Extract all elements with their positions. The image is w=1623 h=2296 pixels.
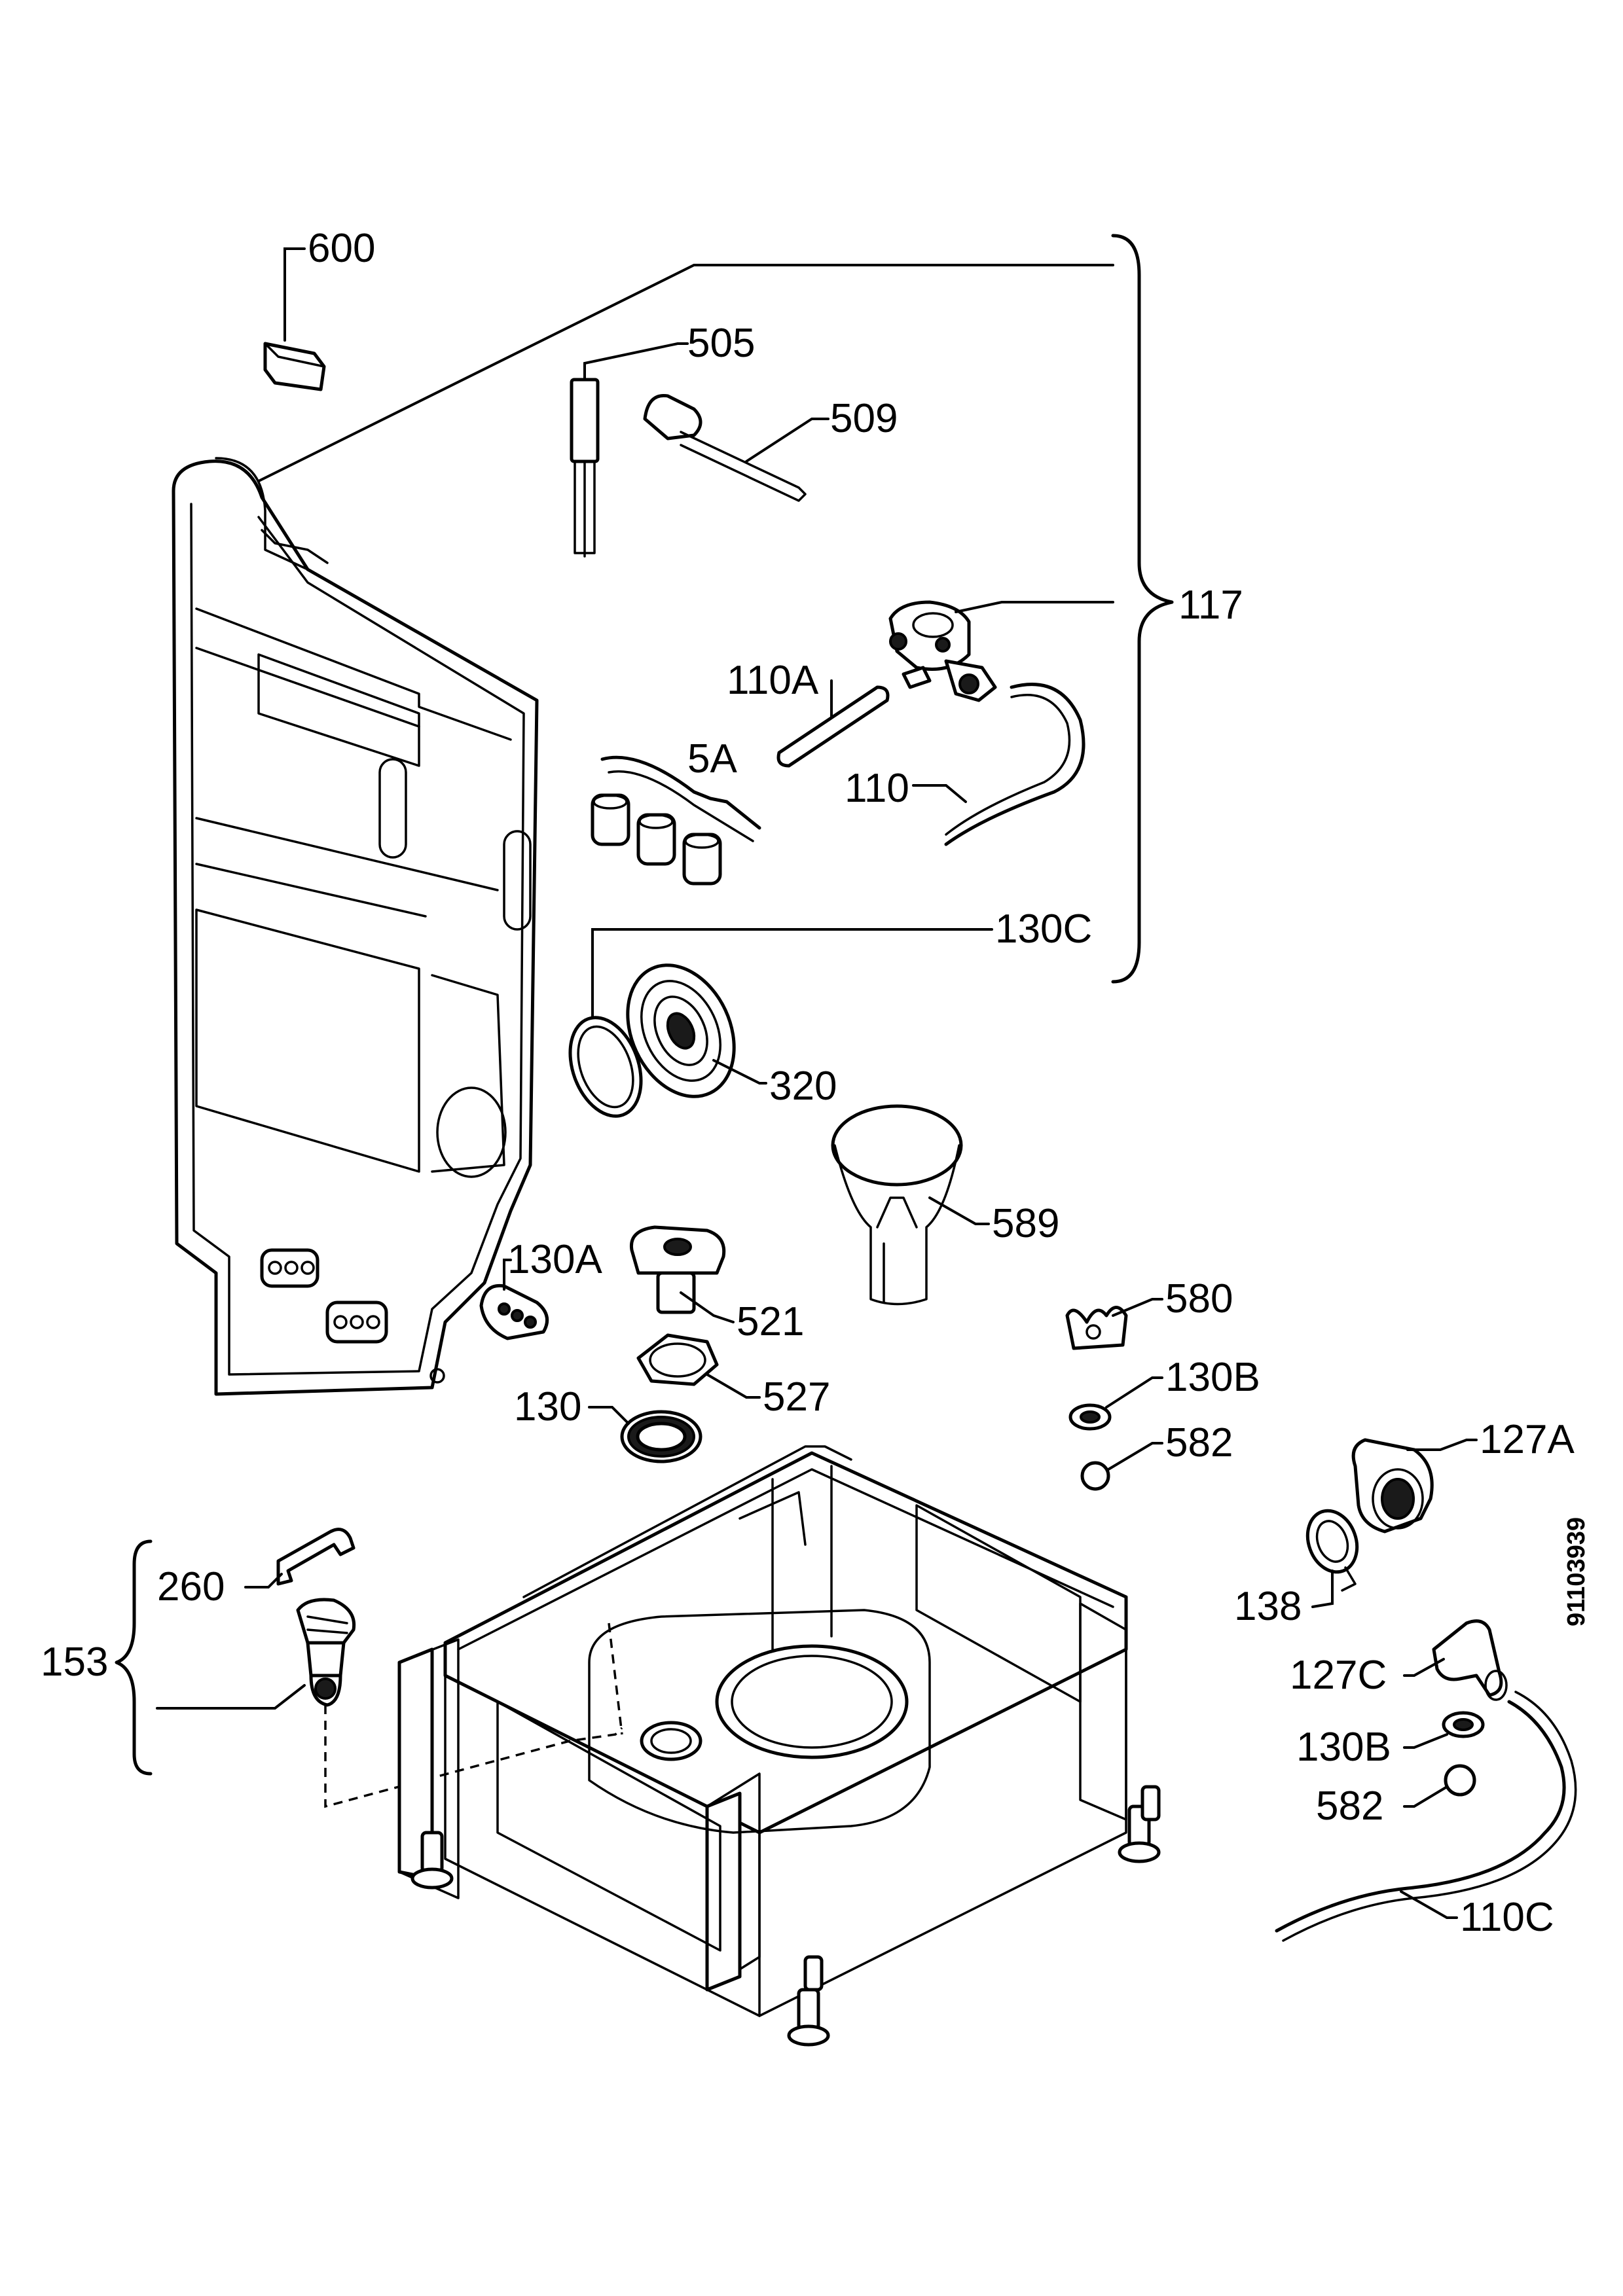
part-130B-bottom-washer	[1403, 1711, 1485, 1749]
label-130B-bottom: 130B	[1296, 1725, 1391, 1770]
label-320: 320	[769, 1064, 837, 1109]
bracket-153	[115, 1539, 153, 1776]
panel-leader-line	[257, 264, 1114, 482]
part-521-fitting	[629, 1225, 735, 1323]
label-130A: 130A	[507, 1237, 602, 1282]
label-130: 130	[514, 1384, 581, 1429]
label-580: 580	[1165, 1276, 1233, 1321]
label-582-top: 582	[1165, 1420, 1233, 1465]
part-260-clip	[244, 1528, 356, 1588]
part-153-valve	[156, 1598, 623, 1808]
label-600: 600	[308, 226, 375, 271]
part-130A-gasket	[479, 1259, 549, 1340]
label-127A: 127A	[1480, 1417, 1575, 1462]
label-110: 110	[845, 766, 909, 811]
drawing-code: 91103939	[1563, 1517, 1590, 1626]
part-582-top-ball	[1080, 1442, 1163, 1491]
part-138-clamp	[1305, 1509, 1359, 1608]
label-130B-top: 130B	[1165, 1355, 1260, 1400]
part-589-funnel	[831, 1104, 990, 1306]
side-panel-part	[172, 457, 539, 1396]
part-320-disk	[626, 963, 767, 1098]
part-117-valve	[888, 600, 1114, 702]
part-505	[570, 342, 689, 558]
label-110A: 110A	[727, 658, 819, 703]
label-509: 509	[830, 396, 898, 441]
part-527-nut	[636, 1333, 761, 1399]
part-130-ring	[588, 1406, 702, 1463]
label-527: 527	[763, 1374, 830, 1420]
callout-labels: 600 505 509 117 110A 5A 110 130C 320 589…	[41, 226, 1590, 1940]
label-589: 589	[992, 1201, 1059, 1246]
part-509	[643, 393, 830, 502]
part-127C-elbow	[1403, 1619, 1508, 1701]
label-127C: 127C	[1290, 1653, 1387, 1698]
part-130C-seal	[568, 928, 993, 1118]
label-130C: 130C	[995, 906, 1092, 952]
part-110	[912, 683, 1085, 846]
part-110A	[776, 679, 890, 768]
part-582-bottom-ball	[1403, 1764, 1476, 1808]
label-5A: 5A	[687, 736, 737, 781]
part-130B-top-washer	[1068, 1376, 1163, 1431]
label-521: 521	[737, 1299, 804, 1344]
label-138: 138	[1234, 1584, 1302, 1629]
base-frame-part	[397, 1445, 1161, 2047]
bracket-117	[1111, 234, 1174, 984]
part-600	[263, 247, 326, 391]
label-153: 153	[41, 1640, 108, 1685]
label-117: 117	[1178, 583, 1243, 628]
label-505: 505	[687, 321, 755, 366]
part-127A-coupling	[1351, 1438, 1478, 1534]
part-110C-hose	[1275, 1691, 1577, 1942]
label-582-bottom: 582	[1316, 1784, 1383, 1829]
label-110C: 110C	[1460, 1895, 1554, 1940]
part-5A-connectors	[591, 755, 761, 886]
part-580-clip	[1065, 1298, 1163, 1350]
label-260: 260	[157, 1564, 225, 1609]
